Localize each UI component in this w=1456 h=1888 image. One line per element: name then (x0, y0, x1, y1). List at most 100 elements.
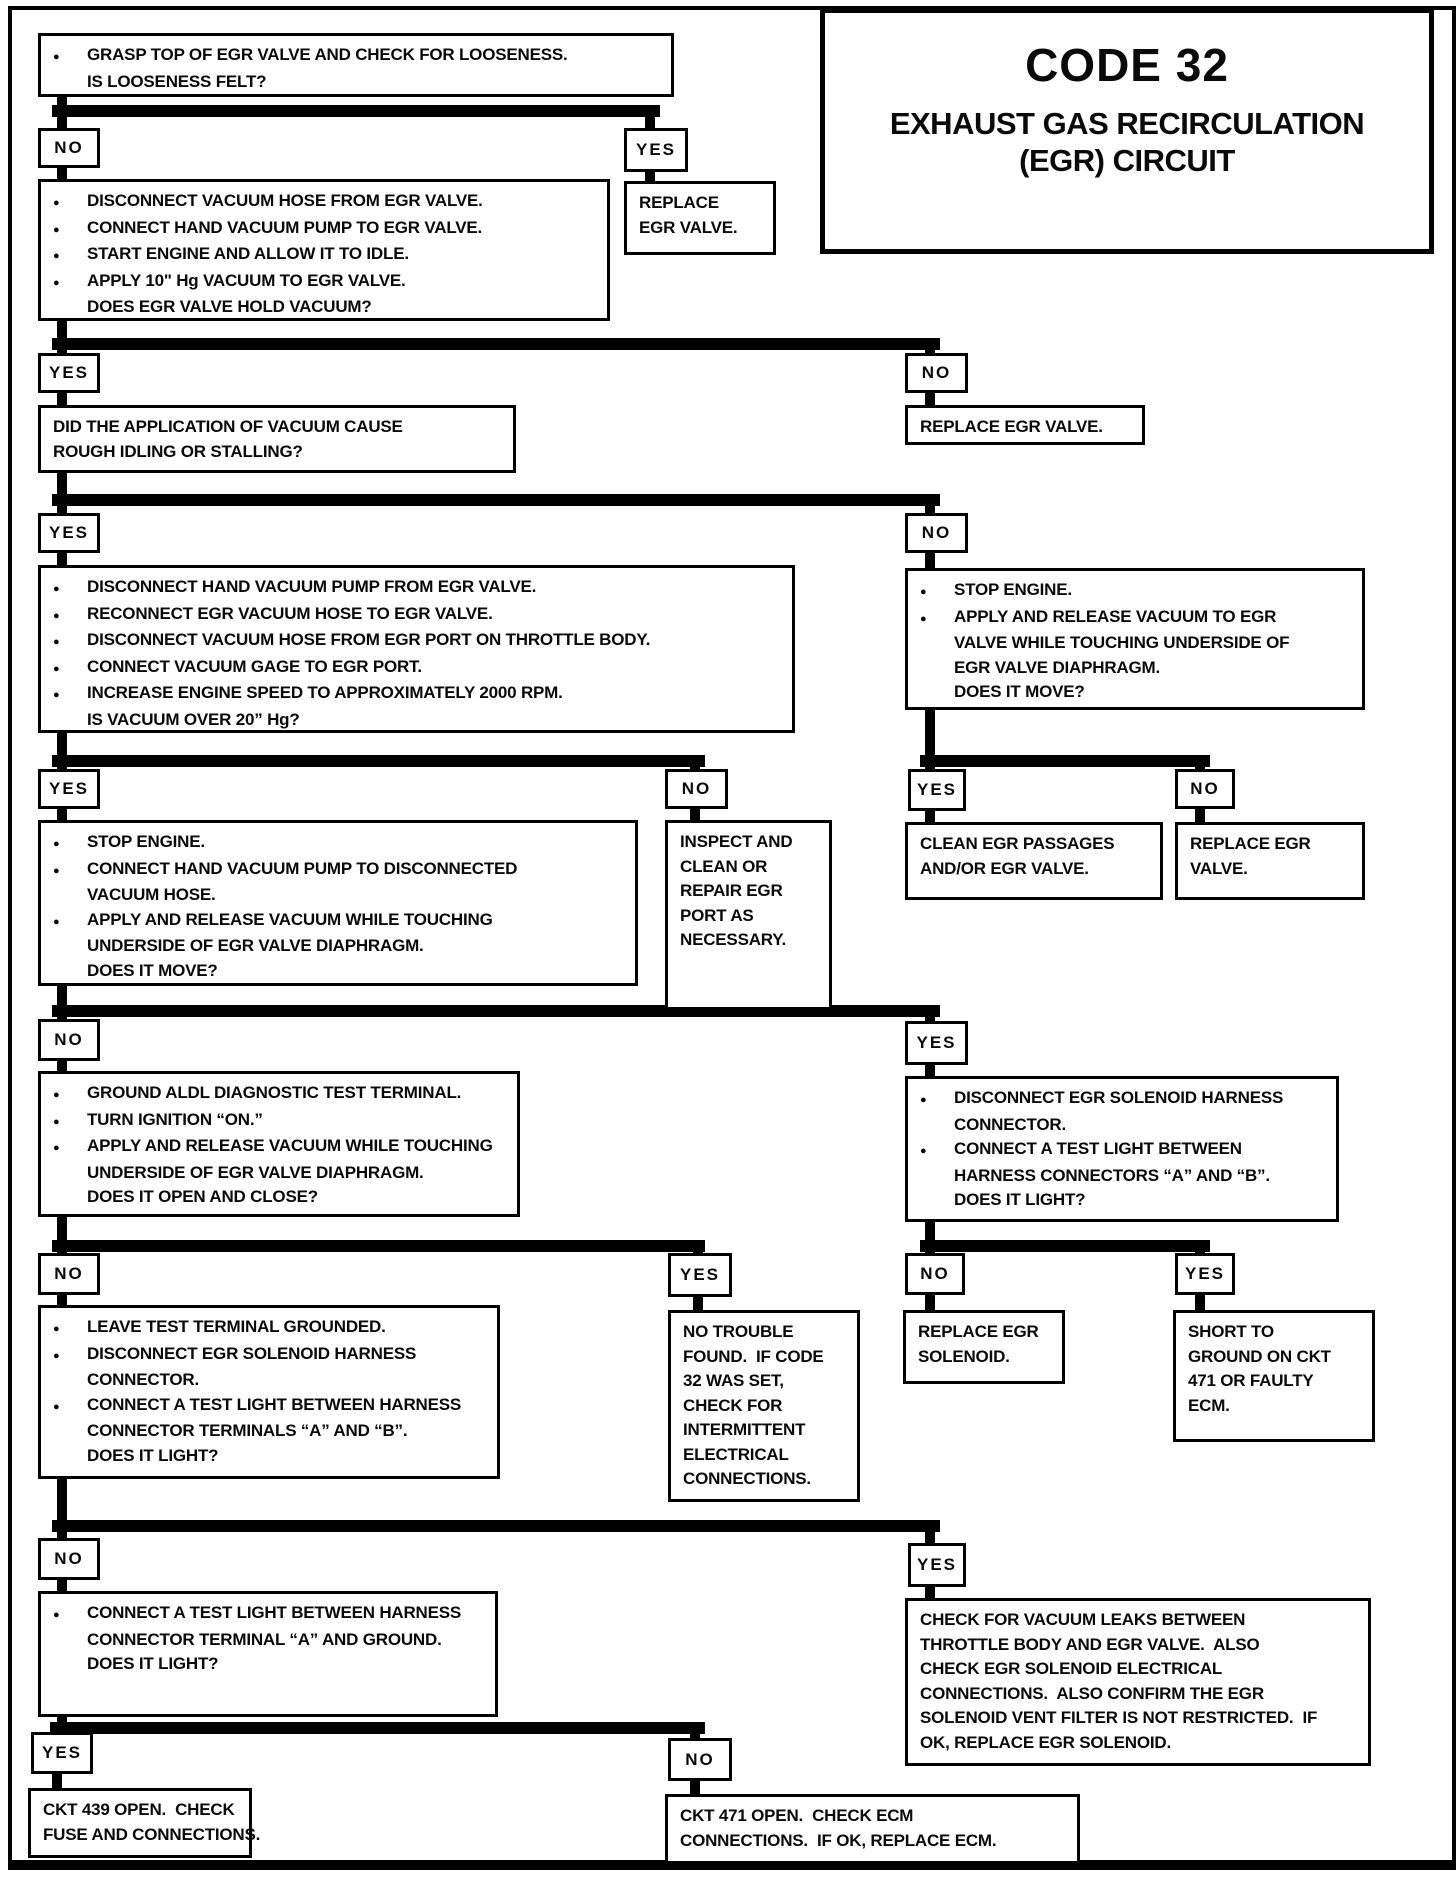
text-line: ●GRASP TOP OF EGR VALVE AND CHECK FOR LO… (53, 43, 661, 70)
label-yes-8: YES (1175, 1253, 1235, 1295)
text-line: ●CONNECT VACUUM GAGE TO EGR PORT. (53, 655, 782, 682)
connector-line (925, 553, 935, 569)
text-line: INTERMITTENT (683, 1420, 806, 1439)
bullet-icon: ● (920, 1145, 927, 1157)
label-yes-9: YES (908, 1543, 966, 1587)
text-line: ELECTRICAL (683, 1444, 789, 1464)
connector-line (57, 168, 67, 180)
text-line: DID THE APPLICATION OF VACUUM CAUSE (53, 417, 403, 436)
label-no-6: NO (38, 1019, 100, 1061)
text-line: DOES IT LIGHT? (954, 1190, 1086, 1209)
label-yes-1: YES (624, 128, 688, 172)
text-line: ●CONNECT A TEST LIGHT BETWEEN (920, 1137, 1326, 1164)
text-line: REPLACE EGR VALVE. (920, 417, 1103, 436)
text-line: ●START ENGINE AND ALLOW IT TO IDLE. (53, 242, 597, 269)
text-line: VACUUM HOSE. (87, 885, 216, 904)
connector-line (57, 1479, 67, 1520)
text-line: SOLENOID. (918, 1346, 1010, 1366)
text-line: CONNECTOR. (954, 1114, 1066, 1134)
label-yes-10: YES (31, 1732, 93, 1774)
text-line: REPLACE EGR (1190, 834, 1311, 853)
connector-line (690, 809, 700, 821)
bullet-icon: ● (53, 223, 60, 236)
label-no-7: NO (38, 1253, 100, 1295)
connector-line (1195, 767, 1205, 769)
connector-line (57, 473, 67, 494)
page-title: CODE 32 (1025, 39, 1229, 91)
connector-line (925, 1295, 935, 1311)
label-no-9: NO (38, 1538, 100, 1580)
node-diaphragm-move-test: ●STOP ENGINE.●APPLY AND RELEASE VACUUM T… (905, 568, 1365, 710)
connector-line (57, 117, 67, 128)
text-line: ●DISCONNECT EGR SOLENOID HARNESS (920, 1086, 1326, 1113)
bullet-icon: ● (53, 51, 60, 63)
node-aldl-ground-test: ●GROUND ALDL DIAGNOSTIC TEST TERMINAL.●T… (38, 1071, 520, 1217)
connector-line (645, 117, 655, 128)
text-line: VALVE. (1190, 858, 1248, 878)
text-line: IS LOOSENESS FELT? (87, 71, 267, 91)
text-line: CONNECTOR TERMINALS “A” AND “B”. (87, 1421, 408, 1440)
text-line: IS VACUUM OVER 20” Hg? (87, 709, 300, 729)
connector-line (57, 733, 67, 755)
connector-line (57, 553, 67, 566)
bullet-icon: ● (53, 1142, 60, 1154)
text-line: OK, REPLACE EGR SOLENOID. (920, 1732, 1171, 1752)
bullet-icon: ● (53, 1400, 60, 1413)
text-line: CKT 439 OPEN. CHECK (43, 1800, 235, 1819)
text-line: INSPECT AND (680, 832, 793, 851)
connector-line (57, 1580, 67, 1592)
label-yes-4: YES (38, 769, 100, 809)
connector-line (57, 1717, 67, 1724)
text-line: AND/OR EGR VALVE. (920, 858, 1089, 878)
connector-line (57, 506, 67, 513)
text-line: CONNECTIONS. ALSO CONFIRM THE EGR (920, 1683, 1264, 1703)
text-line: REPLACE EGR (918, 1322, 1039, 1341)
connector-line (925, 1222, 935, 1240)
connector-line (57, 809, 67, 821)
bullet-icon: ● (53, 609, 60, 622)
connector-line (925, 393, 935, 406)
connector-line (693, 1297, 703, 1311)
text-line: CHECK EGR SOLENOID ELECTRICAL (920, 1659, 1223, 1678)
connector-line (52, 338, 940, 350)
text-line: ●TURN IGNITION “ON.” (53, 1108, 507, 1135)
text-line: ●DISCONNECT HAND VACUUM PUMP FROM EGR VA… (53, 575, 782, 602)
text-line: ●CONNECT A TEST LIGHT BETWEEN HARNESS (53, 1393, 487, 1420)
text-line: 471 OR FAULTY (1188, 1371, 1314, 1390)
text-line: FOUND. IF CODE (683, 1346, 824, 1366)
bullet-icon: ● (53, 915, 60, 928)
label-yes-2: YES (38, 353, 100, 393)
label-no-1: NO (38, 128, 100, 168)
label-no-2: NO (905, 353, 968, 393)
connector-line (57, 321, 67, 338)
text-line: REPAIR EGR (680, 881, 783, 900)
connector-line (920, 755, 1210, 767)
label-no-5: NO (1175, 769, 1235, 809)
bullet-icon: ● (53, 1609, 60, 1621)
text-line: HARNESS CONNECTORS “A” AND “B”. (954, 1165, 1270, 1185)
text-line: CONNECTIONS. IF OK, REPLACE ECM. (680, 1830, 997, 1850)
connector-line (57, 1532, 67, 1539)
text-line: CONNECTOR TERMINAL “A” AND GROUND. (87, 1629, 442, 1649)
bullet-icon: ● (53, 838, 60, 850)
node-replace-egr-valve-3: REPLACE EGR VALVE. (1175, 822, 1365, 900)
connector-line (920, 1240, 1210, 1252)
node-hand-pump-disconnected-hose: ●STOP ENGINE.●CONNECT HAND VACUUM PUMP T… (38, 820, 638, 986)
connector-line (57, 393, 67, 406)
bullet-icon: ● (920, 612, 927, 625)
label-no-4: NO (665, 769, 728, 809)
text-line: CKT 471 OPEN. CHECK ECM (680, 1806, 914, 1825)
text-line: THROTTLE BODY AND EGR VALVE. ALSO (920, 1634, 1260, 1654)
bullet-icon: ● (53, 1089, 60, 1101)
text-line: REPLACE (639, 193, 719, 212)
label-no-10: NO (668, 1738, 732, 1781)
text-line: DOES EGR VALVE HOLD VACUUM? (87, 297, 372, 316)
connector-line (57, 1017, 67, 1020)
node-test-light-terminals-ab: ●LEAVE TEST TERMINAL GROUNDED.●DISCONNEC… (38, 1305, 500, 1479)
text-line: ●CONNECT A TEST LIGHT BETWEEN HARNESS (53, 1601, 485, 1628)
